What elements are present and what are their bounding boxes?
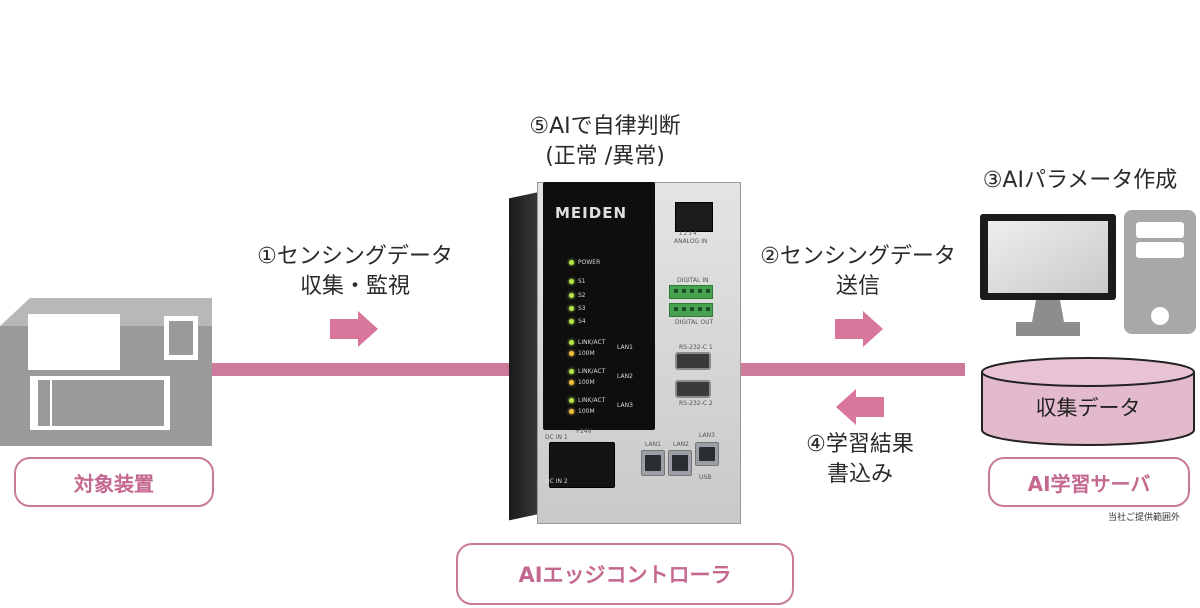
led-lan2-speed <box>569 380 574 385</box>
step5-line2: (正常 /異常) <box>545 144 665 169</box>
rs232c-1-port <box>675 352 711 370</box>
lan2-name-label: LAN2 <box>617 373 633 380</box>
led-label-s4: S4 <box>578 318 586 325</box>
connection-line-right <box>737 363 965 376</box>
step2-line1: ②センシングデータ <box>760 244 956 269</box>
lan3-link-label: LINK/ACT <box>578 397 606 404</box>
pc-tower-icon <box>1124 210 1198 336</box>
arrow-right-icon <box>835 311 885 347</box>
led-label-s1: S1 <box>578 278 586 285</box>
step4-line1: ④学習結果 <box>806 432 914 457</box>
device-front-panel <box>543 182 655 430</box>
step5-label: ⑤AIで自律判断 (正常 /異常) <box>480 112 730 172</box>
lan2-port <box>668 450 692 476</box>
led-label-power: POWER <box>578 259 601 266</box>
edge-controller-device: MEIDEN POWER S1 S2 S3 S4 LINK/ACT 100M L… <box>509 178 742 524</box>
digital-in-connector <box>669 285 713 299</box>
led-label-s3: S3 <box>578 305 586 312</box>
step2-line2: 送信 <box>835 274 880 299</box>
step1-label: ①センシングデータ 収集・監視 <box>230 242 480 302</box>
lan3-port <box>695 442 719 466</box>
rs232c-2-label: RS-232-C 2 <box>679 400 713 407</box>
arrow-right-icon <box>330 311 380 347</box>
led-power <box>569 260 574 265</box>
rs232c-2-port <box>675 380 711 398</box>
dc-in-connector <box>549 442 615 488</box>
collected-data-database: 収集データ <box>980 356 1196 448</box>
lan2-link-label: LINK/ACT <box>578 368 606 375</box>
dc-in-2-label: DC IN 2 <box>545 478 568 485</box>
lan1-link-label: LINK/ACT <box>578 339 606 346</box>
lan1-name-label: LAN1 <box>617 344 633 351</box>
usb-label: USB <box>699 474 712 481</box>
dc-in-1-label: DC IN 1 <box>545 434 568 441</box>
digital-out-label: DIGITAL OUT <box>675 319 714 326</box>
analog-in-connector <box>675 202 713 232</box>
collected-data-label: 収集データ <box>1035 396 1141 420</box>
analog-pins-label: 1 2 3 4 <box>679 231 697 237</box>
step4-label: ④学習結果 書込み <box>780 430 940 490</box>
edge-controller-box: AIエッジコントローラ <box>456 543 794 605</box>
step4-line2: 書込み <box>826 462 893 487</box>
digital-in-label: DIGITAL IN <box>677 277 709 284</box>
lan3-name-label: LAN3 <box>617 402 633 409</box>
arrow-left-icon <box>836 389 886 425</box>
digital-out-connector <box>669 303 713 317</box>
led-s1 <box>569 279 574 284</box>
out-of-scope-note: 当社ご提供範囲外 <box>1108 513 1181 523</box>
bottom-lan2-label: LAN2 <box>673 441 689 448</box>
step1-line1: ①センシングデータ <box>257 244 453 269</box>
monitor-icon <box>980 214 1120 340</box>
led-lan1-link <box>569 340 574 345</box>
target-device-illustration <box>0 296 220 446</box>
led-lan3-link <box>569 398 574 403</box>
lan3-speed-label: 100M <box>578 408 595 415</box>
led-lan1-speed <box>569 351 574 356</box>
led-lan3-speed <box>569 409 574 414</box>
ai-server-box: AI学習サーバ <box>988 457 1190 507</box>
target-device-box: 対象装置 <box>14 457 214 507</box>
led-lan2-link <box>569 369 574 374</box>
led-s2 <box>569 293 574 298</box>
lan1-port <box>641 450 665 476</box>
step2-label: ②センシングデータ 送信 <box>733 242 983 302</box>
lan1-speed-label: 100M <box>578 350 595 357</box>
bottom-lan3-label: LAN3 <box>699 432 715 439</box>
dc-24v-label: +24V <box>575 428 592 435</box>
brand-logo: MEIDEN <box>555 204 628 222</box>
step1-line2: 収集・監視 <box>299 274 410 299</box>
lan2-speed-label: 100M <box>578 379 595 386</box>
bottom-lan1-label: LAN1 <box>645 441 661 448</box>
step3-label: ③AIパラメータ作成 <box>982 168 1178 193</box>
device-side <box>509 192 539 521</box>
step5-line1: ⑤AIで自律判断 <box>529 114 681 139</box>
led-label-s2: S2 <box>578 292 586 299</box>
led-s4 <box>569 319 574 324</box>
connection-line-left <box>212 363 514 376</box>
rs232c-1-label: RS-232-C 1 <box>679 344 713 351</box>
analog-in-label: ANALOG IN <box>674 238 708 245</box>
led-s3 <box>569 306 574 311</box>
